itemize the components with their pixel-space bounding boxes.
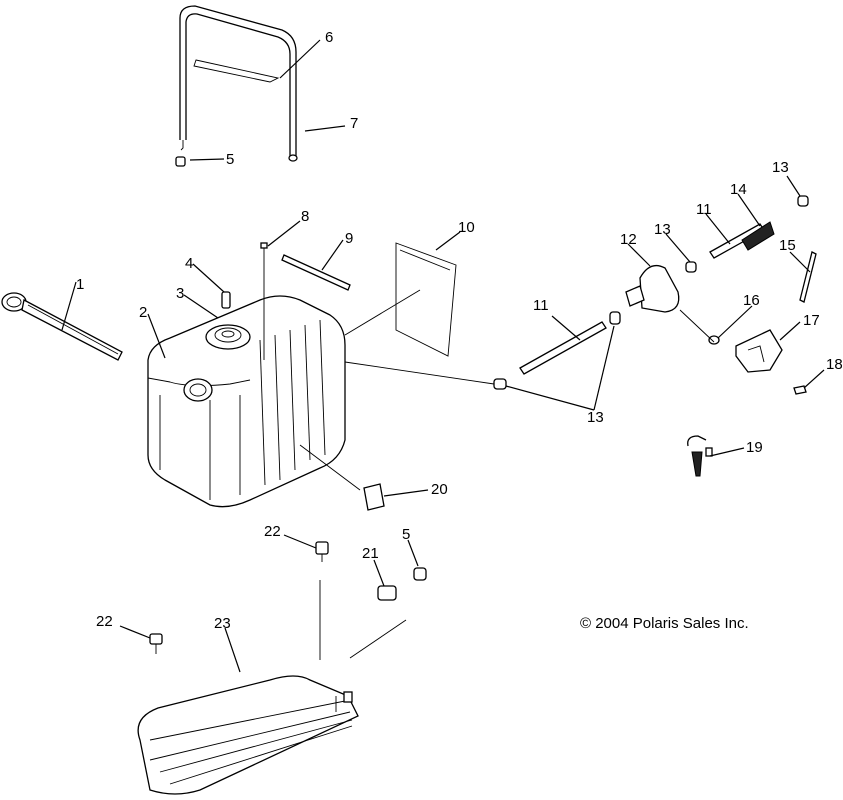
fuel-line-assembly — [493, 195, 817, 477]
callout-9: 9 — [345, 230, 353, 247]
callout-17: 17 — [803, 312, 820, 329]
callout-13-lower: 13 — [587, 409, 604, 426]
callout-13-upper-mid: 13 — [654, 221, 671, 238]
callout-7: 7 — [350, 115, 358, 132]
callout-21: 21 — [362, 545, 379, 562]
tab-part — [363, 483, 385, 511]
callout-2: 2 — [139, 304, 147, 321]
callout-10: 10 — [458, 219, 475, 236]
callout-20: 20 — [431, 481, 448, 498]
bottom-hardware — [149, 541, 427, 654]
callout-13-upper-right: 13 — [772, 159, 789, 176]
callout-22-lower: 22 — [96, 613, 113, 630]
callout-5-top: 5 — [226, 151, 234, 168]
fuel-tank — [147, 295, 346, 508]
callout-11-lower: 11 — [533, 297, 549, 314]
callout-6: 6 — [325, 29, 333, 46]
callout-22-upper: 22 — [264, 523, 281, 540]
callout-19: 19 — [746, 439, 763, 456]
callout-8: 8 — [301, 208, 309, 225]
callout-18: 18 — [826, 356, 843, 373]
rod-part — [281, 254, 351, 291]
callout-16: 16 — [743, 292, 760, 309]
callout-4: 4 — [185, 255, 193, 272]
skid-plate — [137, 675, 359, 795]
callout-labels: 1 2 3 4 5 6 7 8 9 10 11 11 12 13 13 13 1… — [76, 29, 843, 632]
clamp-part — [221, 291, 231, 309]
filler-neck — [1, 292, 123, 361]
callout-15: 15 — [779, 237, 796, 254]
callout-1: 1 — [76, 276, 84, 293]
callout-23: 23 — [214, 615, 231, 632]
callout-12: 12 — [620, 231, 637, 248]
copyright-notice: © 2004 Polaris Sales Inc. — [580, 615, 749, 632]
handle-bracket — [179, 5, 298, 162]
callout-11-upper: 11 — [696, 201, 712, 218]
pad-part — [395, 242, 457, 357]
leader-lines — [61, 39, 825, 673]
callout-14: 14 — [730, 181, 747, 198]
callout-3: 3 — [176, 285, 184, 302]
nut-part — [175, 156, 186, 167]
callout-5-bottom: 5 — [402, 526, 410, 543]
